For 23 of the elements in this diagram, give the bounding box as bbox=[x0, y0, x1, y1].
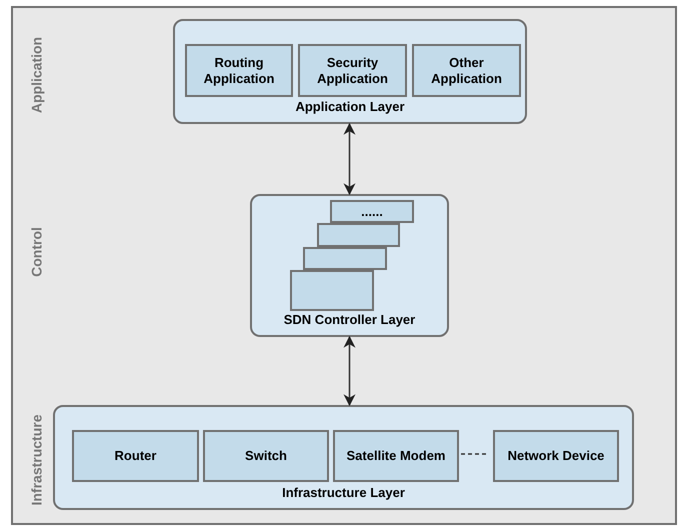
component-box: Router bbox=[72, 430, 199, 482]
tier-label: Control bbox=[28, 227, 46, 277]
layer-panel bbox=[53, 405, 634, 510]
component-box: Security Application bbox=[298, 44, 407, 97]
connector-line bbox=[461, 453, 487, 455]
component-box: Network Device bbox=[493, 430, 619, 482]
panel-box bbox=[303, 247, 387, 270]
arrow bbox=[344, 122, 356, 196]
component-box: Switch bbox=[203, 430, 329, 482]
layer-panel bbox=[250, 194, 449, 337]
tier-label: Application bbox=[28, 36, 46, 114]
panel-box bbox=[290, 270, 374, 311]
tier-label: Infrastructure bbox=[28, 414, 46, 506]
layer-title: Infrastructure Layer bbox=[281, 484, 406, 502]
component-box: Other Application bbox=[412, 44, 521, 97]
component-box: Satellite Modem bbox=[333, 430, 459, 482]
panel-box bbox=[317, 223, 400, 247]
arrow bbox=[344, 336, 356, 406]
layer-panel bbox=[173, 19, 527, 124]
layer-title: SDN Controller Layer bbox=[282, 310, 416, 329]
component-box: ...... bbox=[330, 200, 414, 223]
component-box: Routing Application bbox=[185, 44, 293, 97]
layer-title: Application Layer bbox=[294, 98, 406, 116]
